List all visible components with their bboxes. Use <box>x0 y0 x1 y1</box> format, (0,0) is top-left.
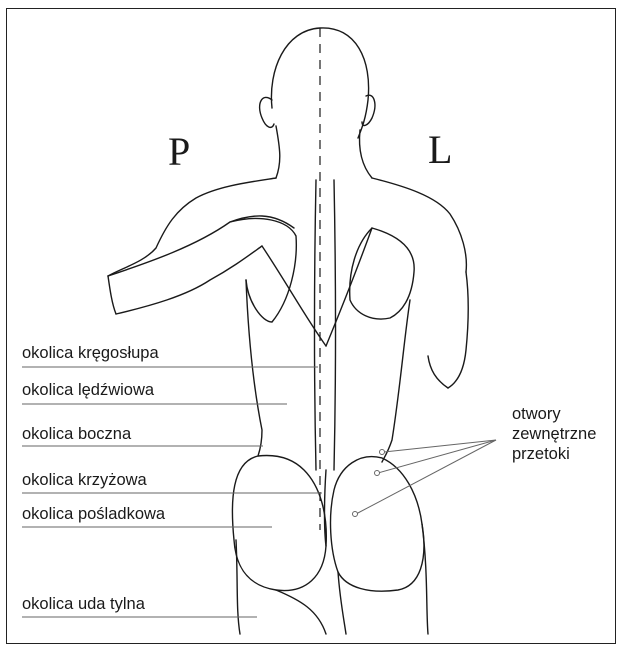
fistula-leader-3 <box>356 440 496 514</box>
label-okolica-boczna: okolica boczna <box>22 426 131 443</box>
fistula-opening-3 <box>353 512 358 517</box>
fistula-leader-1 <box>384 440 496 452</box>
torso-right-side <box>382 300 410 462</box>
arm-left-top <box>108 216 294 276</box>
fistula-opening-1 <box>380 450 385 455</box>
shoulder-right <box>372 178 466 272</box>
arm-right-outer <box>448 272 468 388</box>
fistula-openings-label: otwory zewnętrzne przetoki <box>512 404 596 464</box>
spine-triangle-right <box>326 228 372 346</box>
side-label-l: L <box>428 130 452 170</box>
buttock-right <box>331 457 424 592</box>
label-okolica-kregoslupa: okolica kręgosłupa <box>22 345 159 362</box>
fistula-label-line-3: przetoki <box>512 444 596 464</box>
label-okolica-uda-tylna: okolica uda tylna <box>22 596 145 613</box>
scapula-right <box>350 228 414 319</box>
spine-line-left <box>315 180 317 470</box>
fistula-label-line-2: zewnętrzne <box>512 424 596 444</box>
scapula-left <box>230 218 296 322</box>
arm-left-end <box>108 276 116 314</box>
neck-left <box>276 126 280 178</box>
neck-right <box>360 130 373 178</box>
thigh-right <box>338 524 428 634</box>
thigh-left <box>236 540 326 634</box>
buttock-left <box>232 456 326 591</box>
label-okolica-posladkowa: okolica pośladkowa <box>22 506 165 523</box>
label-okolica-ledzwiowa: okolica lędźwiowa <box>22 382 154 399</box>
fistula-label-line-1: otwory <box>512 404 596 424</box>
label-okolica-krzyzowa: okolica krzyżowa <box>22 472 147 489</box>
shoulder-left <box>108 178 276 276</box>
arm-right-inner <box>428 356 448 388</box>
spine-triangle-left <box>262 246 326 346</box>
fistula-leader-2 <box>378 440 496 473</box>
arm-left-bottom <box>116 246 262 314</box>
fistula-opening-2 <box>375 471 380 476</box>
side-label-p: P <box>168 132 190 172</box>
